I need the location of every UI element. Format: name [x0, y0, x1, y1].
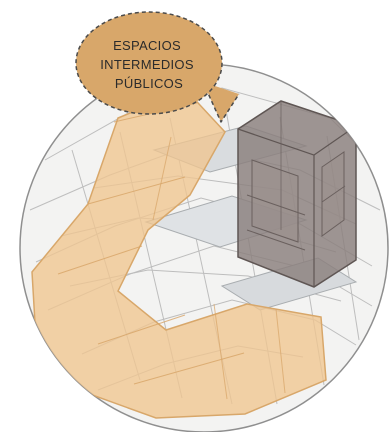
callout-line-1: ESPACIOS	[113, 38, 181, 53]
building-volume	[238, 101, 356, 287]
callout-line-3: PÚBLICOS	[115, 76, 183, 91]
callout-line-2: INTERMEDIOS	[100, 57, 194, 72]
